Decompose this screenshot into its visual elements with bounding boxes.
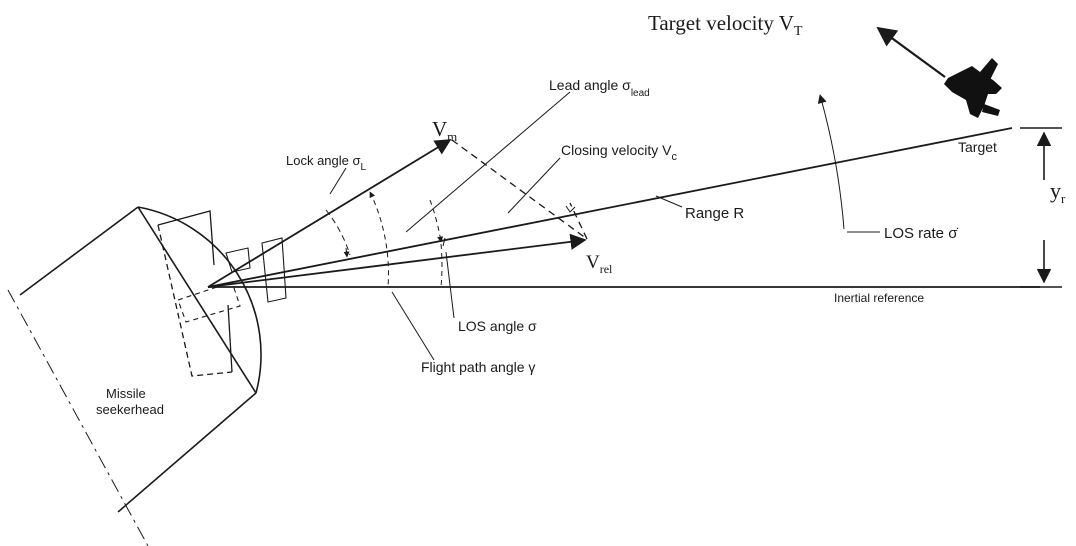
target-velocity-label: Target velocity VT [648,11,803,39]
los-rate-label: LOS rate σ̇ [884,225,958,242]
target-aircraft-icon [944,58,1002,118]
los-angle-label: LOS angle σ [458,318,537,334]
range-los-line [207,127,1013,288]
vc-component-dashed [451,139,588,240]
inertial-reference-label: Inertial reference [834,291,924,305]
angle-arcs [325,94,845,288]
missile-body [7,206,262,546]
seekerhead-label: seekerhead [96,402,164,417]
seeker-gimbal [157,210,287,377]
vrel-vector [207,233,587,288]
missile-label: Missile [106,386,146,401]
range-label: Range R [685,205,744,222]
lead-angle-label: Lead angle σlead [549,77,650,99]
closing-velocity-label: Closing velocity Vc [561,142,678,163]
yr-dimension [1020,127,1062,288]
vt-component-dashed [569,202,588,240]
leader-lines [329,91,880,361]
target-velocity-arrow [876,26,946,78]
vrel-label: Vrel [586,252,613,276]
flight-path-angle-label: Flight path angle γ [421,359,535,375]
vm-label: Vm [432,117,457,144]
vectors [207,26,1040,288]
lock-angle-label: Lock angle σL [286,153,367,173]
yr-label: yr [1050,178,1066,206]
target-label: Target [958,139,997,155]
